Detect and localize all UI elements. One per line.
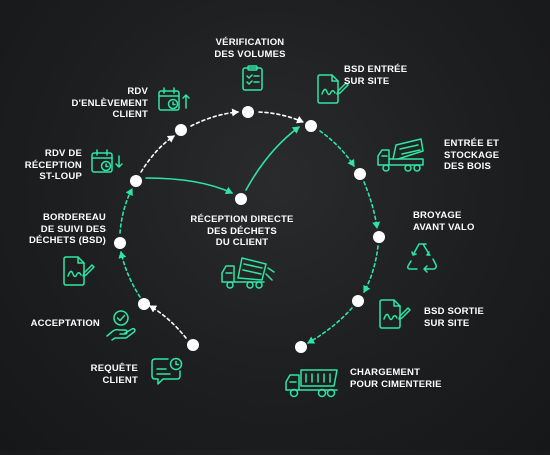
connector-verification-bsdentree [258,111,304,124]
node-requete [187,339,199,351]
document-signature-icon [317,74,349,104]
connector-rdvreception-rdvenlevement [140,135,175,173]
node-bsd [114,237,126,249]
connector-bsd-rdvreception [119,188,133,234]
truck-load-icon [377,138,424,172]
node-broyage [373,231,385,243]
step-label-verification: VÉRIFICATION DES VOLUMES [214,37,286,60]
node-bsd-sortie [352,295,364,307]
step-label-requete: REQUÊTE CLIENT [90,363,138,386]
connector-entree-broyage [363,181,381,229]
checklist-icon [242,65,263,91]
connector-reception-directe-bsdentree [245,126,300,191]
recycle-icon [407,243,437,273]
node-acceptation [138,298,150,310]
node-reception-directe [235,193,247,205]
step-label-broyage: BROYAGE AVANT VALO [413,210,475,233]
step-icons [63,65,437,398]
step-label-chargement: CHARGEMENT POUR CIMENTERIE [350,367,442,390]
node-bsd-entree [305,120,317,132]
document-signature-icon [379,299,411,329]
calendar-up-icon [158,87,190,111]
node-rdv-reception [130,175,142,187]
calendar-down-icon [91,149,123,173]
connector-broyage-bsdsortie [363,245,379,293]
dump-truck-icon [285,369,338,398]
dump-truck-icon [221,257,275,289]
node-chargement [295,341,307,353]
connector-bsdentree-entree [319,130,355,167]
step-label-entree-stockage: ENTRÉE ET STOCKAGE DES BOIS [444,138,500,172]
step-label-rdv-enlevement: RDV D'ENLÈVEMENT CLIENT [71,86,148,120]
connector-bsdsortie-chargement [307,307,353,344]
node-rdv-enlevement [175,124,187,136]
connector-requete-acceptation [149,305,187,339]
cycle-connectors [118,108,381,344]
node-entree-stockage [354,168,366,180]
step-label-bsd-sortie: BSD SORTIE SUR SITE [424,306,485,329]
step-label-acceptation: ACCEPTATION [30,318,100,329]
node-verification [242,106,254,118]
connector-rdvenlevement-verification [190,108,239,127]
step-label-rdv-reception: RDV DE RÉCEPTION ST-LOUP [24,148,82,182]
cycle-nodes [114,106,385,353]
chat-clock-icon [151,357,183,385]
hand-check-icon [106,310,136,341]
step-label-reception-directe: RÉCEPTION DIRECTE DES DÉCHETS DU CLIENT [190,214,294,248]
step-label-bsd: BORDEREAU DE SUIVI DES DÉCHETS (BSD) [28,212,106,246]
step-label-bsd-entree: BSD ENTRÉE SUR SITE [344,64,408,87]
connector-acceptation-bsd [118,251,141,298]
connector-rdvreception-reception-directe [145,177,233,195]
document-signature-icon [63,256,95,286]
